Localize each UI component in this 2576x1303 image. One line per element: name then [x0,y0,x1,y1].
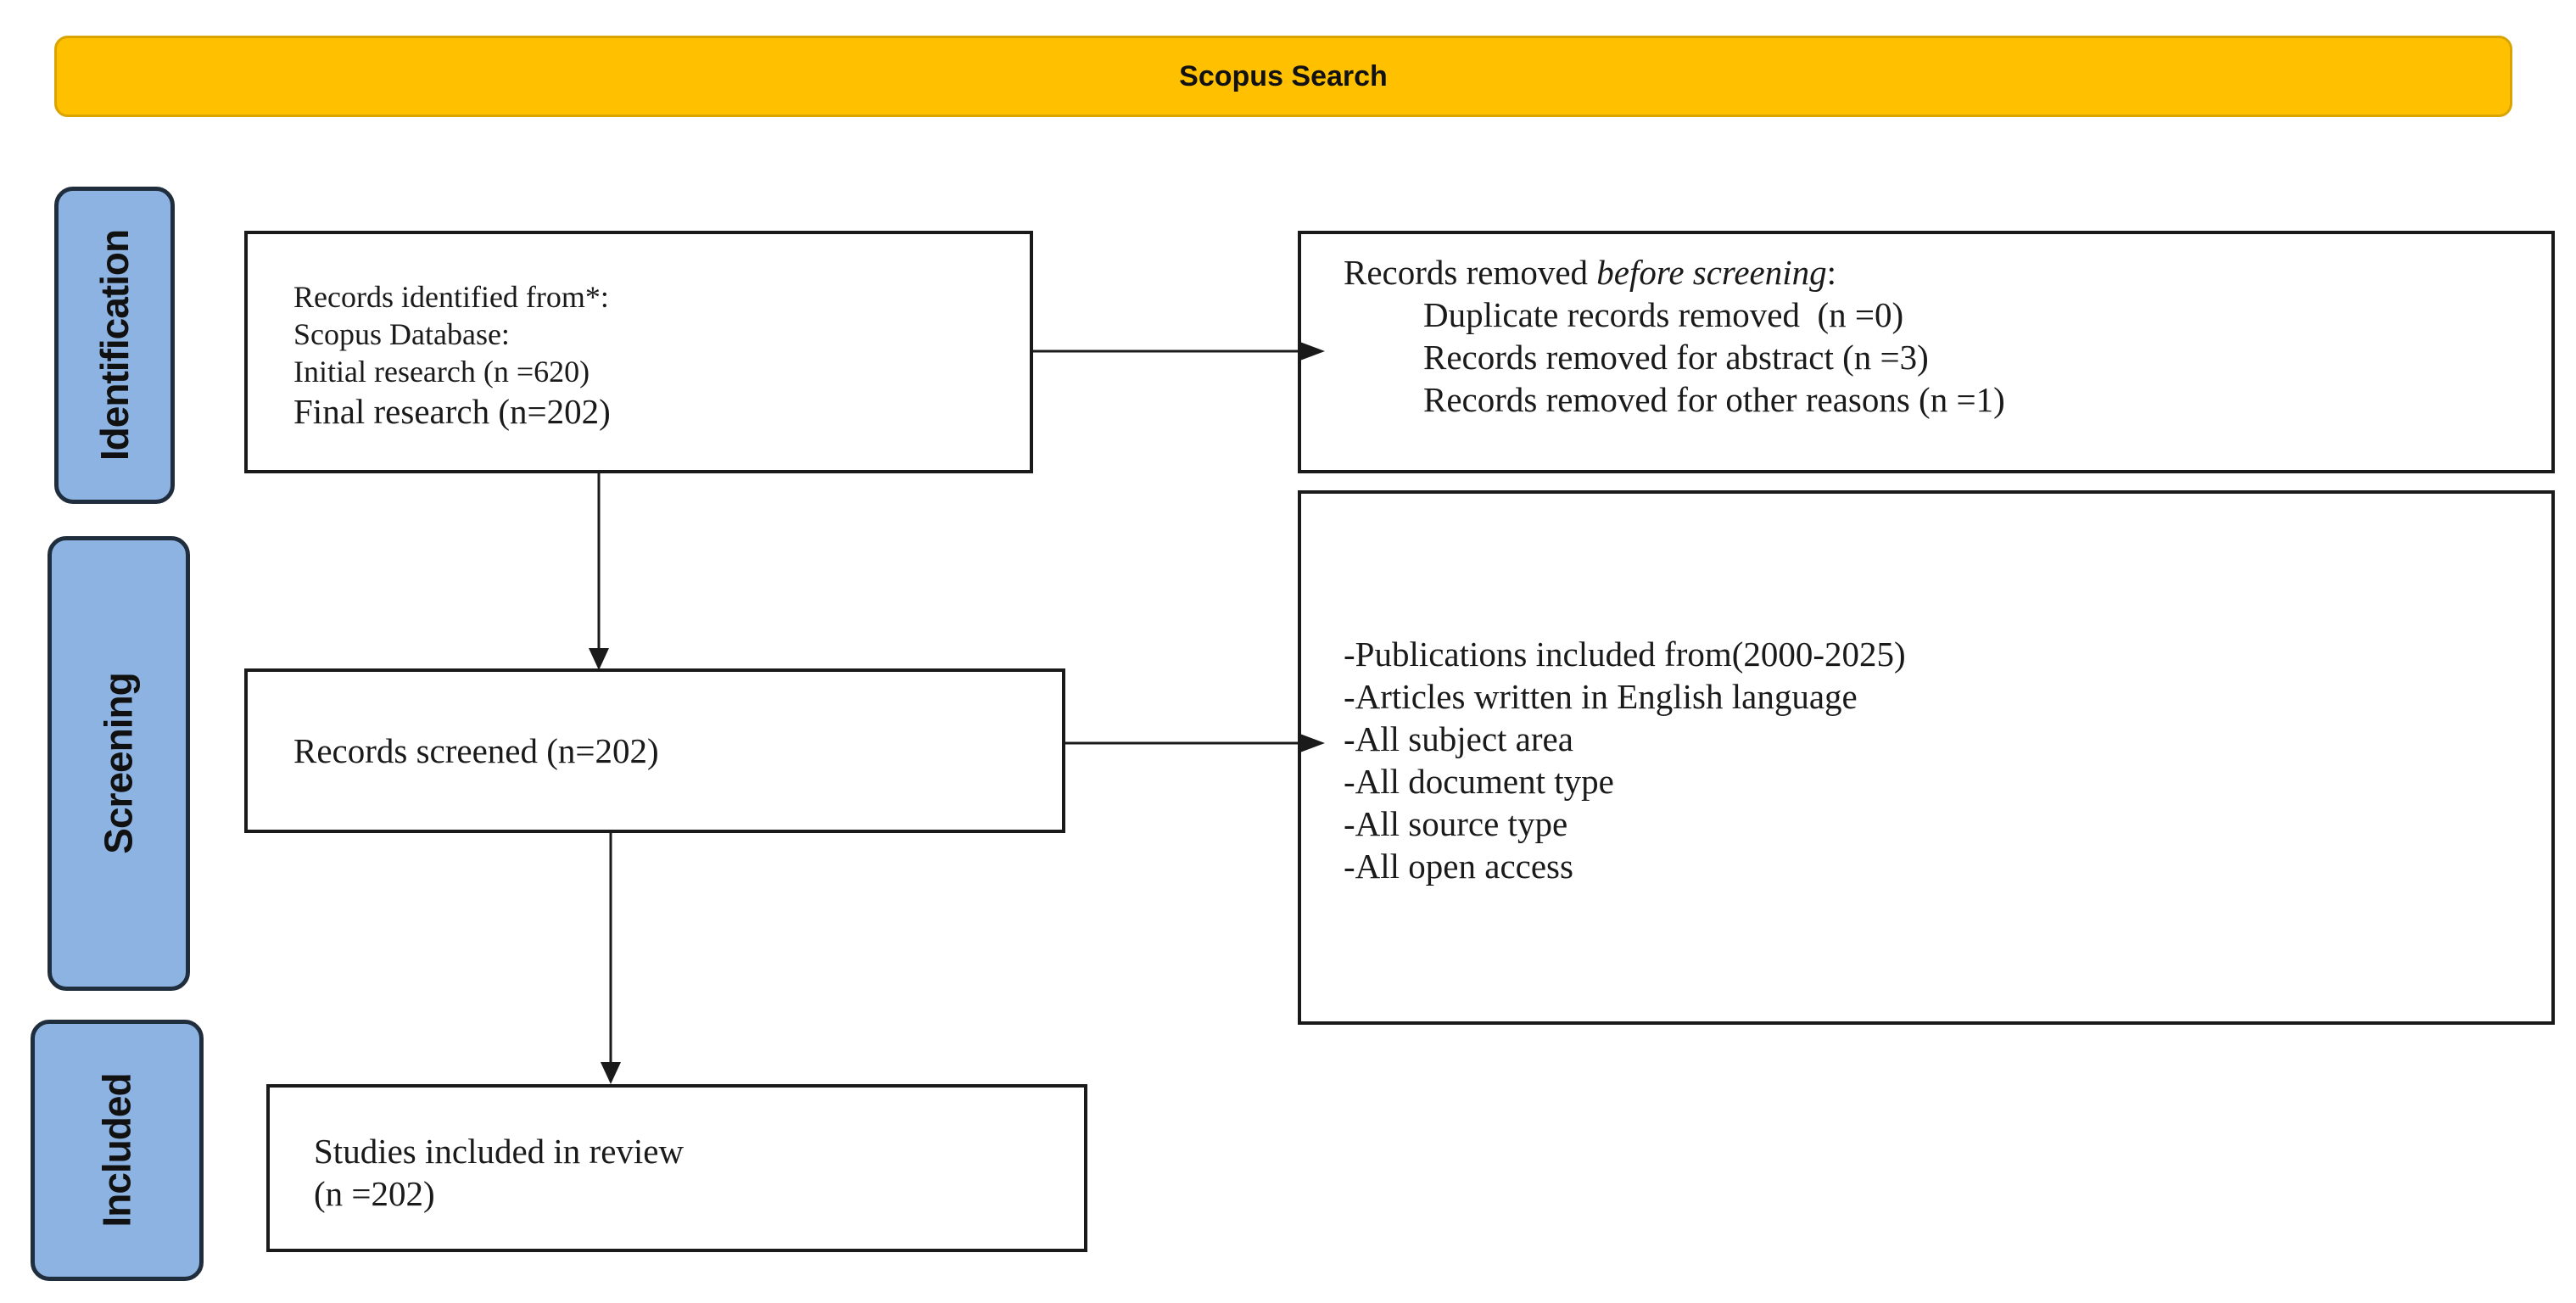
criteria-item: -Articles written in English language [1344,677,1858,716]
stage-screening: Screening [47,536,190,991]
records-removed-item: Records removed for other reasons (n =1) [1423,380,2005,419]
records-removed-heading-italic: before screening [1596,253,1827,292]
records-screened-text: Records screened (n=202) [293,731,659,770]
studies-included-box: Studies included in review (n =202) [266,1084,1087,1252]
criteria-item: -All source type [1344,804,1568,843]
records-screened-box: Records screened (n=202) [244,668,1065,833]
arrowhead-identified-to-removed [1298,341,1325,361]
studies-included-line: Studies included in review [314,1132,685,1171]
records-removed-heading-suffix: : [1826,253,1837,292]
records-removed-box: Records removed before screening: Duplic… [1298,231,2555,473]
records-removed-item: Records removed for abstract (n =3) [1423,338,1929,377]
stage-identification: Identification [54,187,175,504]
criteria-box: -Publications included from(2000-2025) -… [1298,490,2555,1025]
criteria-item: -All subject area [1344,719,1573,758]
arrowhead-identified-to-screened [589,648,609,670]
stage-included: Included [31,1020,204,1281]
records-identified-line: Records identified from*: [293,280,609,314]
records-removed-item: Duplicate records removed (n =0) [1423,295,1904,334]
banner-title: Scopus Search [1179,59,1388,92]
studies-included-line: (n =202) [314,1174,435,1213]
records-identified-line: Scopus Database: [293,317,510,351]
records-removed-heading-prefix: Records removed [1344,253,1597,292]
records-identified-line: Initial research (n =620) [293,355,590,389]
records-removed-heading: Records removed before screening: [1344,251,2551,294]
criteria-item: -Publications included from(2000-2025) [1344,635,1906,674]
criteria-item: -All document type [1344,762,1614,801]
arrowhead-screened-to-criteria [1298,733,1325,753]
criteria-item: -All open access [1344,847,1573,886]
arrowhead-screened-to-included [601,1062,621,1084]
records-identified-box: Records identified from*: Scopus Databas… [244,231,1033,473]
scopus-search-banner: Scopus Search [54,36,2512,117]
records-identified-line: Final research (n=202) [293,392,611,431]
